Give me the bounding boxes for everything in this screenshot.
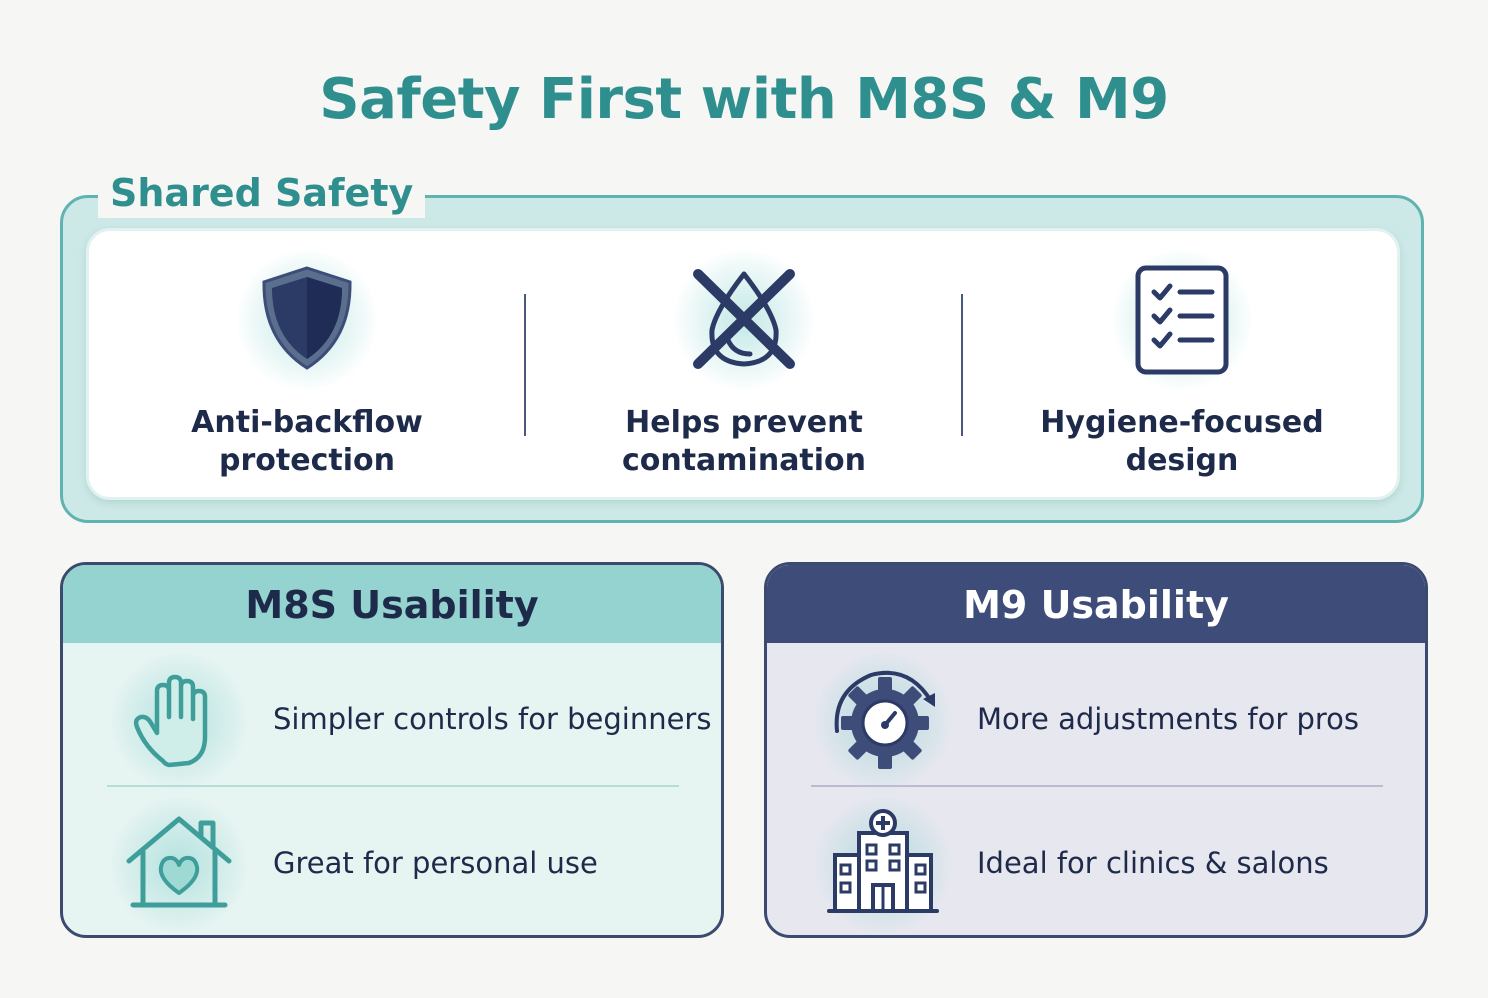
m9-card-heading: M9 Usability bbox=[767, 565, 1425, 643]
feature-label-line2: design bbox=[1125, 443, 1239, 478]
page-title: Safety First with M8S & M9 bbox=[319, 67, 1169, 132]
feature-hygiene: Hygiene-focused design bbox=[982, 250, 1382, 480]
list-item: Ideal for clinics & salons bbox=[767, 795, 1425, 935]
row-divider bbox=[811, 785, 1383, 787]
shared-safety-heading: Shared Safety bbox=[98, 168, 426, 218]
feature-label-line2: protection bbox=[219, 443, 395, 478]
feature-label-line1: Anti-backflow bbox=[191, 405, 423, 440]
m8s-card-heading: M8S Usability bbox=[63, 565, 721, 643]
m8s-usability-card: M8S Usability Simpler controls for begin… bbox=[60, 562, 724, 938]
feature-label-line1: Helps prevent bbox=[625, 405, 863, 440]
feature-divider bbox=[524, 294, 526, 436]
shield-icon bbox=[262, 266, 352, 370]
checklist-icon bbox=[1135, 265, 1229, 375]
house-heart-icon bbox=[126, 816, 232, 908]
m8s-item-text: Simpler controls for beginners bbox=[273, 702, 712, 736]
m9-item-text: More adjustments for pros bbox=[977, 702, 1360, 736]
crossed-droplet-icon bbox=[693, 269, 795, 369]
m8s-item-text: Great for personal use bbox=[273, 846, 598, 880]
gear-gauge-icon bbox=[834, 670, 935, 769]
m9-item-text: Ideal for clinics & salons bbox=[977, 846, 1329, 880]
list-item: Great for personal use bbox=[63, 795, 721, 935]
feature-divider bbox=[961, 294, 963, 436]
list-item: Simpler controls for beginners bbox=[63, 651, 721, 791]
feature-contamination: Helps prevent contamination bbox=[544, 250, 944, 480]
m9-usability-card: M9 Usability bbox=[764, 562, 1428, 938]
feature-anti-backflow: Anti-backflow protection bbox=[107, 250, 507, 480]
clinic-building-icon bbox=[827, 809, 939, 913]
row-divider bbox=[107, 785, 679, 787]
feature-label-line2: contamination bbox=[621, 443, 867, 478]
feature-label-line1: Hygiene-focused bbox=[1040, 405, 1324, 440]
list-item: More adjustments for pros bbox=[767, 651, 1425, 791]
hand-icon bbox=[133, 674, 208, 768]
